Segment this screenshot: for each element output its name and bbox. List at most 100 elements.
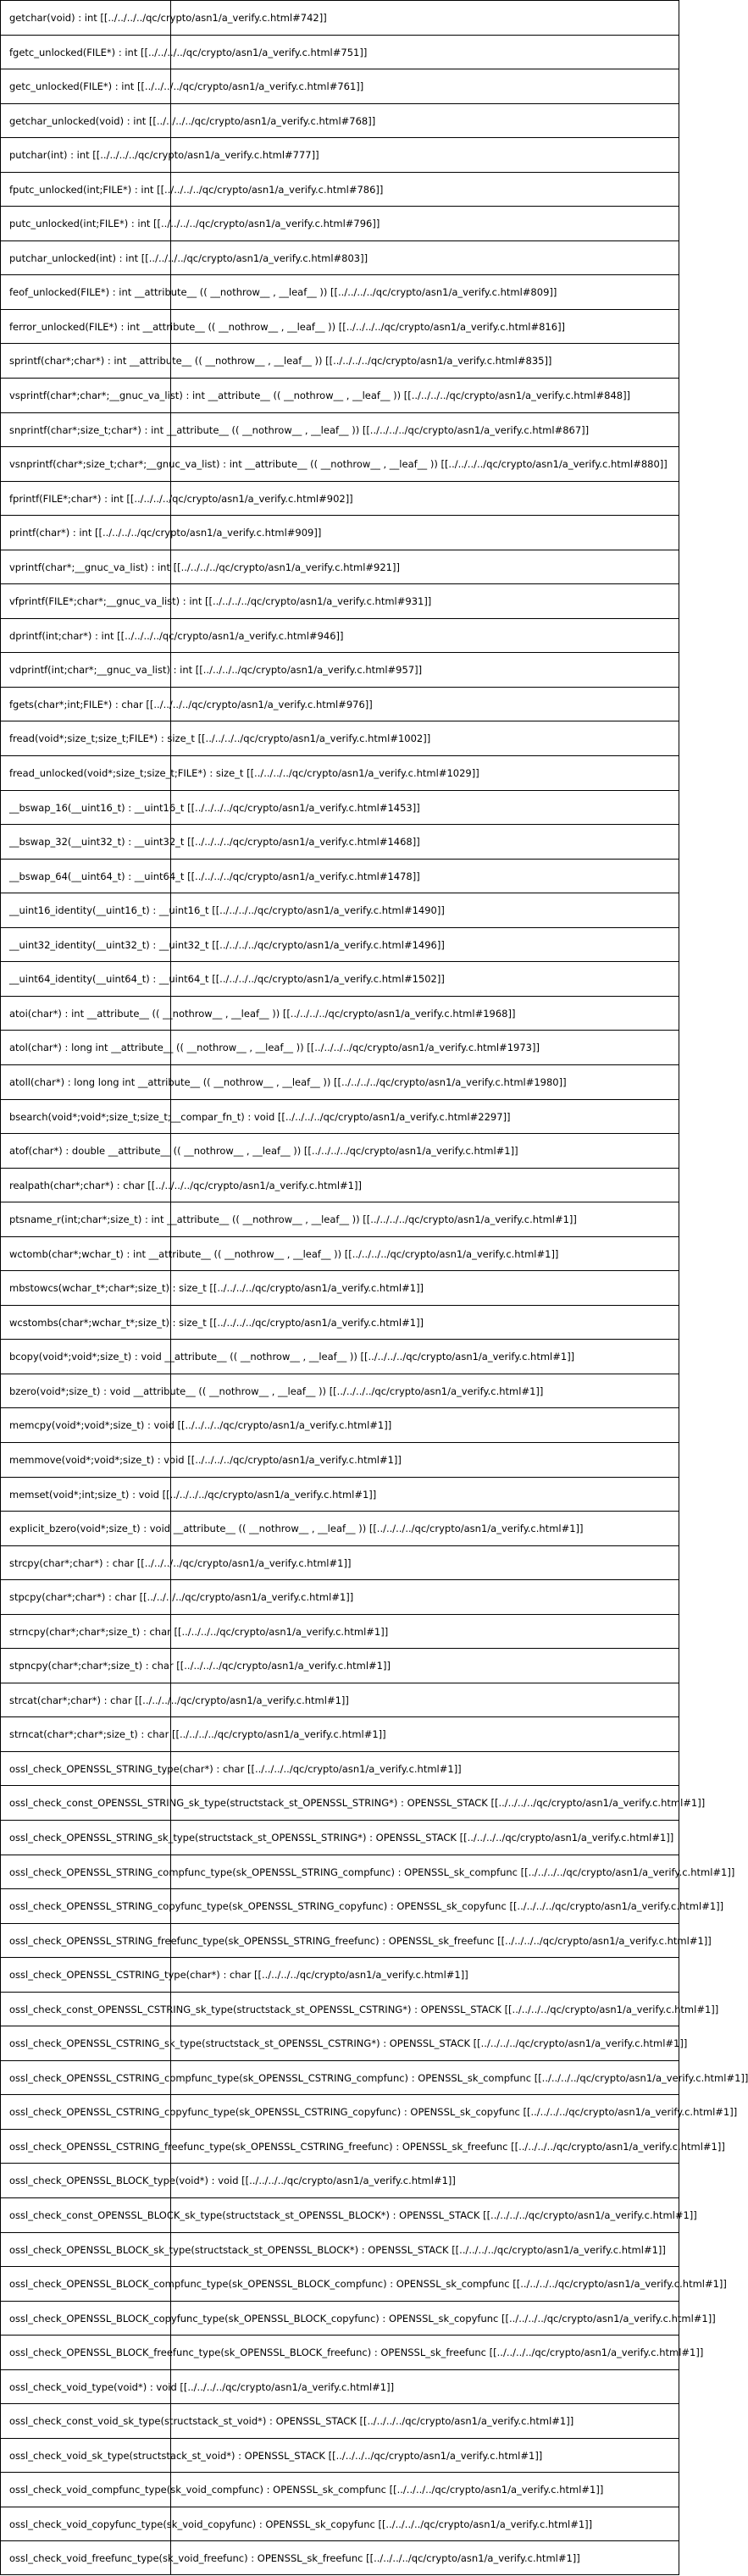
symbol-entry-text: atof(char*) : double __attribute__ (( __… [9,1145,518,1158]
symbol-entry[interactable]: ossl_check_void_type(void*) : void [[../… [0,2369,679,2404]
symbol-entry[interactable]: ossl_check_OPENSSL_CSTRING_type(char*) :… [0,1957,679,1992]
symbol-entry-text: snprintf(char*;size_t;char*) : int __att… [9,423,590,436]
symbol-entry[interactable]: memmove(void*;void*;size_t) : void [[../… [0,1441,679,1477]
symbol-entry-text: printf(char*) : int [[../../../../qc/cry… [9,527,322,539]
symbol-entry[interactable]: ossl_check_OPENSSL_STRING_compfunc_type(… [0,1854,734,1889]
symbol-entry[interactable]: ossl_check_OPENSSL_BLOCK_compfunc_type(s… [0,2266,727,2301]
symbol-entry-text: getchar(void) : int [[../../../../qc/cry… [9,12,327,24]
symbol-entry[interactable]: ossl_check_const_void_sk_type(structstac… [0,2403,679,2438]
symbol-entry-text: __uint64_identity(__uint64_t) : __uint64… [9,973,445,986]
symbol-entry[interactable]: getchar(void) : int [[../../../../qc/cry… [0,0,679,35]
symbol-entry[interactable]: __uint32_identity(__uint32_t) : __uint32… [0,926,679,962]
symbol-entry-text: vsnprintf(char*;size_t;char*;__gnuc_va_l… [9,458,668,471]
symbol-entry[interactable]: fputc_unlocked(int;FILE*) : int [[../../… [0,171,679,207]
symbol-entry[interactable]: __bswap_16(__uint16_t) : __uint16_t [[..… [0,789,679,825]
symbol-entry-text: explicit_bzero(void*;size_t) : void __at… [9,1523,584,1535]
symbol-entry[interactable]: strncat(char*;char*;size_t) : char [[../… [0,1716,679,1751]
symbol-entry[interactable]: wctomb(char*;wchar_t) : int __attribute_… [0,1235,679,1271]
symbol-entry[interactable]: bzero(void*;size_t) : void __attribute__… [0,1373,679,1408]
symbol-entry[interactable]: explicit_bzero(void*;size_t) : void __at… [0,1511,679,1545]
symbol-entry[interactable]: ossl_check_OPENSSL_CSTRING_freefunc_type… [0,2128,725,2164]
symbol-entry-text: atoll(char*) : long long int __attribute… [9,1075,567,1088]
symbol-entry-text: ossl_check_OPENSSL_BLOCK_type(void*) : v… [9,2175,456,2187]
symbol-entry[interactable]: getchar_unlocked(void) : int [[../../../… [0,102,679,138]
symbol-entry[interactable]: ferror_unlocked(FILE*) : int __attribute… [0,308,679,344]
symbol-entry[interactable]: ossl_check_const_OPENSSL_CSTRING_sk_type… [0,1991,718,2026]
symbol-entry[interactable]: vsnprintf(char*;size_t;char*;__gnuc_va_l… [0,446,679,481]
symbol-entry[interactable]: __uint64_identity(__uint64_t) : __uint64… [0,961,679,996]
symbol-entry[interactable]: memset(void*;int;size_t) : void [[../../… [0,1476,679,1512]
symbol-entry[interactable]: fread_unlocked(void*;size_t;size_t;FILE*… [0,755,679,790]
symbol-entry[interactable]: vfprintf(FILE*;char*;__gnuc_va_list) : i… [0,583,679,618]
symbol-entry[interactable]: sprintf(char*;char*) : int __attribute__… [0,343,679,379]
symbol-entry[interactable]: ossl_check_OPENSSL_BLOCK_freefunc_type(s… [0,2335,703,2369]
symbol-entry-text: ossl_check_OPENSSL_STRING_freefunc_type(… [9,1934,712,1947]
symbol-entry[interactable]: ossl_check_void_copyfunc_type(sk_void_co… [0,2506,679,2541]
symbol-entry[interactable]: atoll(char*) : long long int __attribute… [0,1064,679,1099]
symbol-entry-text: stpcpy(char*;char*) : char [[../../../..… [9,1591,354,1604]
symbol-entry[interactable]: dprintf(int;char*) : int [[../../../../q… [0,617,679,653]
symbol-entry[interactable]: ptsname_r(int;char*;size_t) : int __attr… [0,1202,679,1236]
symbol-entry[interactable]: getc_unlocked(FILE*) : int [[../../../..… [0,69,679,103]
symbol-entry[interactable]: ossl_check_void_compfunc_type(sk_void_co… [0,2472,679,2507]
symbol-entry[interactable]: ossl_check_OPENSSL_BLOCK_sk_type(structs… [0,2231,679,2267]
symbol-entry[interactable]: __bswap_32(__uint32_t) : __uint32_t [[..… [0,824,679,859]
symbol-entry[interactable]: ossl_check_OPENSSL_BLOCK_type(void*) : v… [0,2163,679,2197]
symbol-entry[interactable]: __uint16_identity(__uint16_t) : __uint16… [0,893,679,927]
symbol-entry[interactable]: strcat(char*;char*) : char [[../../../..… [0,1682,679,1717]
symbol-entry[interactable]: putchar_unlocked(int) : int [[../../../.… [0,240,679,275]
symbol-entry[interactable]: putchar(int) : int [[../../../../qc/cryp… [0,137,679,172]
symbol-entry[interactable]: bcopy(void*;void*;size_t) : void __attri… [0,1339,679,1374]
symbol-entry[interactable]: bsearch(void*;void*;size_t;size_t;__comp… [0,1098,679,1134]
symbol-entry[interactable]: vsprintf(char*;char*;__gnuc_va_list) : i… [0,378,679,412]
symbol-entry[interactable]: atol(char*) : long int __attribute__ (( … [0,1030,679,1064]
symbol-entry[interactable]: ossl_check_OPENSSL_STRING_freefunc_type(… [0,1922,712,1958]
symbol-entry-text: ossl_check_OPENSSL_CSTRING_compfunc_type… [9,2071,748,2084]
symbol-entry[interactable]: fprintf(FILE*;char*) : int [[../../../..… [0,480,679,516]
symbol-entry-text: dprintf(int;char*) : int [[../../../../q… [9,629,344,642]
symbol-entry[interactable]: ossl_check_OPENSSL_STRING_copyfunc_type(… [0,1888,723,1923]
symbol-entry-text: ossl_check_const_OPENSSL_STRING_sk_type(… [9,1797,706,1810]
symbol-entry-text: strncat(char*;char*;size_t) : char [[../… [9,1728,386,1741]
symbol-entry[interactable]: ossl_check_OPENSSL_CSTRING_sk_type(struc… [0,2026,687,2060]
symbol-entry[interactable]: ossl_check_const_OPENSSL_STRING_sk_type(… [0,1785,705,1820]
symbol-entry[interactable]: ossl_check_OPENSSL_CSTRING_compfunc_type… [0,2059,748,2095]
symbol-entry[interactable]: stpncpy(char*;char*;size_t) : char [[../… [0,1648,679,1683]
symbol-entry[interactable]: printf(char*) : int [[../../../../qc/cry… [0,515,679,550]
symbol-entry[interactable]: stpcpy(char*;char*) : char [[../../../..… [0,1579,679,1614]
symbol-entry-text: putchar(int) : int [[../../../../qc/cryp… [9,149,319,162]
symbol-entry-text: ossl_check_void_type(void*) : void [[../… [9,2380,395,2393]
symbol-entry[interactable]: atof(char*) : double __attribute__ (( __… [0,1133,679,1168]
symbol-entry[interactable]: atoi(char*) : int __attribute__ (( __not… [0,995,679,1031]
symbol-entry[interactable]: ossl_check_OPENSSL_CSTRING_copyfunc_type… [0,2094,737,2129]
symbol-entry[interactable]: feof_unlocked(FILE*) : int __attribute__… [0,274,679,309]
symbol-entry-text: __bswap_16(__uint16_t) : __uint16_t [[..… [9,801,420,814]
symbol-entry[interactable]: snprintf(char*;size_t;char*) : int __att… [0,412,679,447]
symbol-entry[interactable]: vdprintf(int;char*;__gnuc_va_list) : int… [0,652,679,687]
symbol-entry[interactable]: strncpy(char*;char*;size_t) : char [[../… [0,1613,679,1649]
symbol-entry-text: realpath(char*;char*) : char [[../../../… [9,1179,362,1191]
symbol-entry[interactable]: fgets(char*;int;FILE*) : char [[../../..… [0,686,679,721]
symbol-entry[interactable]: ossl_check_OPENSSL_STRING_sk_type(struct… [0,1819,679,1855]
symbol-entry[interactable]: wcstombs(char*;wchar_t*;size_t) : size_t… [0,1304,679,1340]
symbol-entry-text: ossl_check_OPENSSL_CSTRING_copyfunc_type… [9,2106,738,2119]
symbol-entry[interactable]: putc_unlocked(int;FILE*) : int [[../../.… [0,206,679,240]
symbol-entry[interactable]: ossl_check_OPENSSL_STRING_type(char*) : … [0,1750,679,1786]
symbol-entry[interactable]: ossl_check_OPENSSL_BLOCK_copyfunc_type(s… [0,2300,716,2336]
symbol-entry[interactable]: __bswap_64(__uint64_t) : __uint64_t [[..… [0,858,679,893]
symbol-entry-text: bzero(void*;size_t) : void __attribute__… [9,1385,544,1397]
symbol-entry[interactable]: vprintf(char*;__gnuc_va_list) : int [[..… [0,549,679,584]
symbol-entry[interactable]: fread(void*;size_t;size_t;FILE*) : size_… [0,721,679,756]
symbol-entry-text: atol(char*) : long int __attribute__ (( … [9,1042,540,1054]
symbol-entry-text: strcpy(char*;char*) : char [[../../../..… [9,1556,352,1569]
symbol-entry-text: wctomb(char*;wchar_t) : int __attribute_… [9,1247,559,1260]
symbol-entry[interactable]: mbstowcs(wchar_t*;char*;size_t) : size_t… [0,1270,679,1305]
symbol-entry[interactable]: memcpy(void*;void*;size_t) : void [[../.… [0,1407,679,1442]
symbol-entry-text: strncpy(char*;char*;size_t) : char [[../… [9,1625,389,1638]
symbol-entry[interactable]: ossl_check_void_freefunc_type(sk_void_fr… [0,2540,679,2576]
symbol-entry[interactable]: fgetc_unlocked(FILE*) : int [[../../../.… [0,34,679,69]
symbol-entry[interactable]: ossl_check_void_sk_type(structstack_st_v… [0,2437,679,2473]
symbol-entry[interactable]: ossl_check_const_OPENSSL_BLOCK_sk_type(s… [0,2197,697,2232]
symbol-entry[interactable]: strcpy(char*;char*) : char [[../../../..… [0,1545,679,1580]
symbol-entry[interactable]: realpath(char*;char*) : char [[../../../… [0,1167,679,1202]
